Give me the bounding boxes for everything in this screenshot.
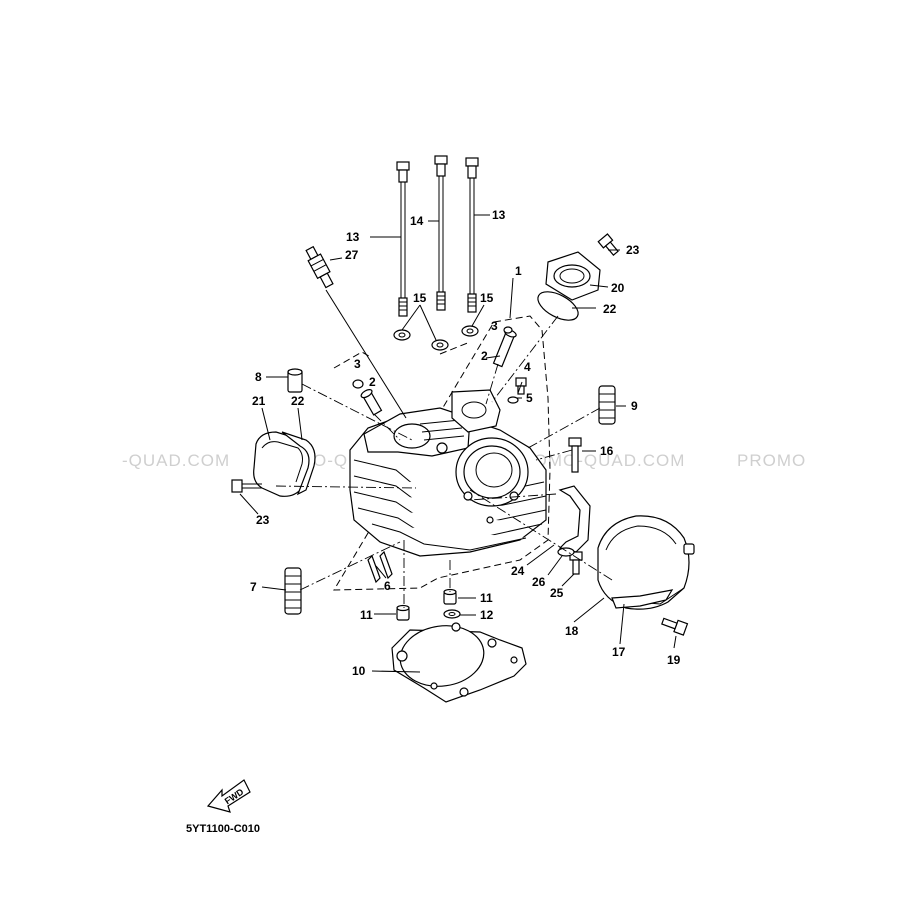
- dowel-11-left: [396, 604, 410, 621]
- callout-23-top: 23: [626, 243, 640, 257]
- callout-20: 20: [611, 281, 625, 295]
- forward-arrow: FWD: [206, 779, 251, 813]
- bolt-25: [569, 551, 583, 575]
- cylinder-head-assembly-boundary: [333, 315, 551, 591]
- callout-6: 6: [384, 579, 391, 593]
- cylinder-head: [349, 389, 547, 557]
- stud-16: [568, 437, 582, 473]
- callout-25: 25: [550, 586, 564, 600]
- dowel-7: [284, 567, 302, 615]
- callout-18: 18: [565, 624, 579, 638]
- callout-1: 1: [515, 264, 522, 278]
- callout-12: 12: [480, 608, 494, 622]
- callout-labels: 13 14 13 27 15 15 1 3 2 23 20 22 3 2 4 5…: [250, 208, 681, 678]
- intake-joint: [545, 251, 601, 301]
- valve-guide-2-left: [360, 389, 383, 416]
- callout-27: 27: [345, 248, 359, 262]
- callout-23-side: 23: [256, 513, 270, 527]
- callout-26: 26: [532, 575, 546, 589]
- clip-3-right: [503, 326, 513, 334]
- washer-15-middle: [431, 339, 449, 351]
- stud-6: [367, 550, 393, 584]
- callout-7: 7: [250, 580, 257, 594]
- washer-26: [557, 547, 575, 557]
- alignment-lines: [275, 315, 613, 608]
- end-cover-gasket-17: [611, 589, 674, 609]
- callout-5: 5: [526, 391, 533, 405]
- callout-11-right: 11: [480, 591, 493, 605]
- washer-15-right: [461, 325, 479, 337]
- leader-lines: [239, 214, 677, 673]
- side-cover-bolt-23: [231, 479, 262, 493]
- callout-4: 4: [524, 360, 531, 374]
- cover-gasket-24: [558, 485, 591, 553]
- callout-11-left: 11: [360, 608, 373, 622]
- washer-12: [443, 609, 461, 619]
- callout-17: 17: [612, 645, 626, 659]
- callout-9: 9: [631, 399, 638, 413]
- callout-22-side: 22: [291, 394, 305, 408]
- side-cover-gasket-22: [281, 431, 316, 496]
- washer-15-left: [393, 329, 411, 341]
- head-bolt-14: [434, 155, 448, 311]
- valve-guide-2-right: [492, 329, 517, 368]
- dowel-9: [598, 385, 616, 425]
- intake-bolt-23-top: [597, 233, 619, 256]
- callout-13-left: 13: [346, 230, 360, 244]
- intake-gasket: [537, 291, 579, 321]
- callout-8: 8: [255, 370, 262, 384]
- callout-21: 21: [252, 394, 266, 408]
- callout-10: 10: [352, 664, 366, 678]
- head-bolt-13-right: [465, 157, 479, 313]
- callout-2-left: 2: [369, 375, 376, 389]
- washer-5: [507, 396, 519, 404]
- callout-19: 19: [667, 653, 681, 667]
- callout-24: 24: [511, 564, 525, 578]
- watermark-segment: PROMO: [737, 451, 806, 470]
- head-bolt-13-left: [396, 161, 410, 317]
- clip-3-left: [352, 379, 364, 389]
- callout-14: 14: [410, 214, 424, 228]
- collar-8: [287, 368, 303, 393]
- head-gasket-10: [391, 622, 527, 703]
- diagram-reference-code: 5YT1100-C010: [186, 823, 260, 835]
- end-cover-bolt-19: [661, 617, 689, 636]
- callout-3-right: 3: [491, 319, 498, 333]
- callout-15-left: 15: [413, 291, 427, 305]
- callout-13-right: 13: [492, 208, 506, 222]
- watermark-segment: -QUAD.COM: [122, 451, 230, 470]
- callout-22-top: 22: [603, 302, 617, 316]
- callout-2-right: 2: [481, 349, 488, 363]
- callout-15-right: 15: [480, 291, 494, 305]
- callout-3-left: 3: [354, 357, 361, 371]
- callout-16: 16: [600, 444, 614, 458]
- spark-plug: [305, 245, 334, 289]
